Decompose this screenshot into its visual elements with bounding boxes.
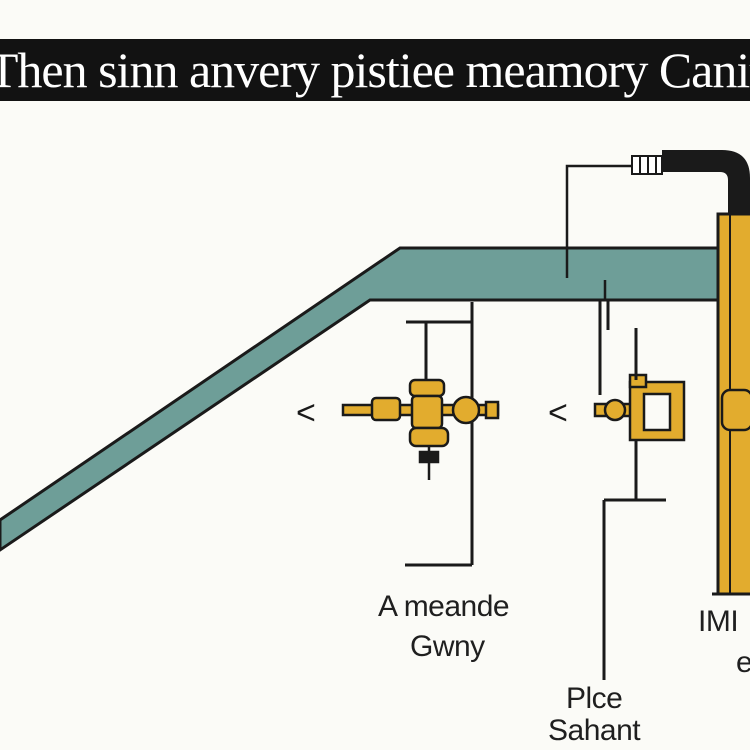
center-label-line1: Plce	[566, 682, 623, 715]
title-bar	[0, 39, 750, 101]
sloped-pipe	[0, 246, 750, 552]
left-label-line2: Gwny	[410, 630, 485, 663]
arrow-right: <	[548, 394, 568, 432]
upper-pipe-outline	[565, 164, 632, 278]
middle-fitting	[593, 373, 686, 442]
right-label-line1: IMI	[698, 605, 739, 638]
nozzle	[631, 155, 663, 175]
arrow-left: <	[296, 394, 316, 432]
center-label-line2: Sahant	[548, 714, 641, 747]
pipe-clamp	[720, 388, 750, 432]
right-label-line2: e	[736, 646, 750, 679]
left-label-line1: A meande	[378, 590, 510, 623]
left-valve	[341, 378, 500, 480]
diagram-title: Then sinn anvery pistiee meamory Canit	[0, 42, 750, 98]
